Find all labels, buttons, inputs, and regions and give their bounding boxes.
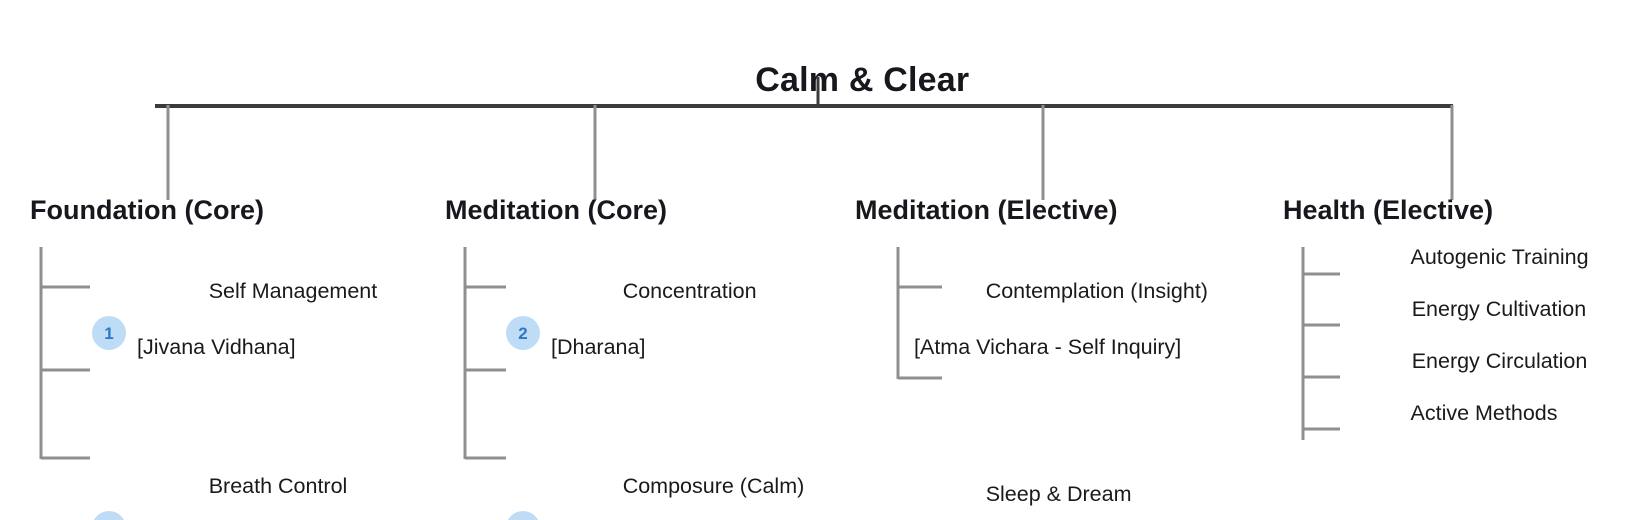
column-health-elective: Health (Elective) Autogenic Training Ene…: [1283, 195, 1623, 428]
column-items: Autogenic Training Energy Cultivation En…: [1340, 242, 1623, 428]
list-item-line1: Composure (Calm): [622, 474, 805, 499]
list-item[interactable]: Energy Circulation: [1340, 346, 1623, 376]
list-item[interactable]: Energy Cultivation: [1340, 294, 1623, 324]
root-node: Calm & Clear: [0, 22, 1626, 139]
badge-number-2: 2: [506, 316, 540, 351]
list-item-text: Energy Cultivation: [1340, 267, 1586, 351]
list-item-text: Concentration [Dharana]: [551, 249, 757, 417]
list-item[interactable]: Sleep & Dream [Svapna Darshana]: [914, 452, 1275, 520]
list-item-line1: Energy Circulation: [1411, 349, 1588, 374]
list-item-line2: [Dharana]: [551, 335, 646, 360]
column-heading: Meditation (Core): [445, 195, 667, 225]
list-item-line1: Sleep & Dream: [985, 482, 1132, 507]
list-item-line1: Contemplation (Insight): [985, 279, 1208, 304]
list-item[interactable]: 3 Composure (Calm) [Dhyana / Shamatha]: [506, 444, 845, 520]
list-item-line1: Autogenic Training: [1410, 245, 1589, 270]
column-heading: Meditation (Elective): [855, 195, 1118, 225]
list-item-line1: Active Methods: [1410, 401, 1558, 426]
list-item[interactable]: 1 Self Management [Jivana Vidhana]: [92, 249, 430, 417]
list-item[interactable]: Autogenic Training: [1340, 242, 1623, 272]
list-item-line1: Breath Control: [208, 474, 348, 499]
column-heading: Health (Elective): [1283, 195, 1494, 225]
list-item[interactable]: Active Methods: [1340, 398, 1623, 428]
column-heading: Foundation (Core): [30, 195, 264, 225]
list-item-text: Sleep & Dream [Svapna Darshana]: [914, 452, 1132, 520]
list-item-line1: Concentration: [622, 279, 757, 304]
list-item-line2: [Jivana Vidhana]: [137, 335, 296, 360]
list-item-line1: Energy Cultivation: [1411, 297, 1587, 322]
list-item[interactable]: 2 Concentration [Dharana]: [506, 249, 845, 417]
column-meditation-elective: Meditation (Elective) Contemplation (Ins…: [855, 195, 1275, 520]
list-item-text: Autogenic Training: [1340, 215, 1589, 299]
list-item-text: Energy Circulation: [1340, 319, 1588, 403]
root-node-label: Calm & Clear: [755, 61, 970, 99]
list-item-text: Self Management [Jivana Vidhana]: [137, 249, 377, 417]
column-items: 2 Concentration [Dharana] 3 Composure (C…: [506, 249, 845, 520]
column-foundation-core: Foundation (Core) 1 Self Management [Jiv…: [30, 195, 430, 520]
list-item-text: Contemplation (Insight) [Atma Vichara - …: [914, 249, 1208, 417]
column-meditation-core: Meditation (Core) 2 Concentration [Dhara…: [445, 195, 845, 520]
badge-number-1: 1: [92, 316, 126, 351]
column-items: Contemplation (Insight) [Atma Vichara - …: [914, 249, 1275, 520]
list-item[interactable]: Breath Control [Pranayama / Qigong]: [92, 444, 430, 520]
badge-dot: [92, 511, 126, 520]
list-item-line2: [Atma Vichara - Self Inquiry]: [914, 335, 1182, 360]
column-items: 1 Self Management [Jivana Vidhana] Breat…: [92, 249, 430, 520]
list-item-text: Composure (Calm) [Dhyana / Shamatha]: [551, 444, 805, 520]
list-item-text: Active Methods: [1340, 371, 1558, 455]
badge-number-3: 3: [506, 511, 540, 520]
list-item-line1: Self Management: [208, 279, 378, 304]
list-item-text: Breath Control [Pranayama / Qigong]: [137, 444, 348, 520]
list-item[interactable]: Contemplation (Insight) [Atma Vichara - …: [914, 249, 1275, 417]
